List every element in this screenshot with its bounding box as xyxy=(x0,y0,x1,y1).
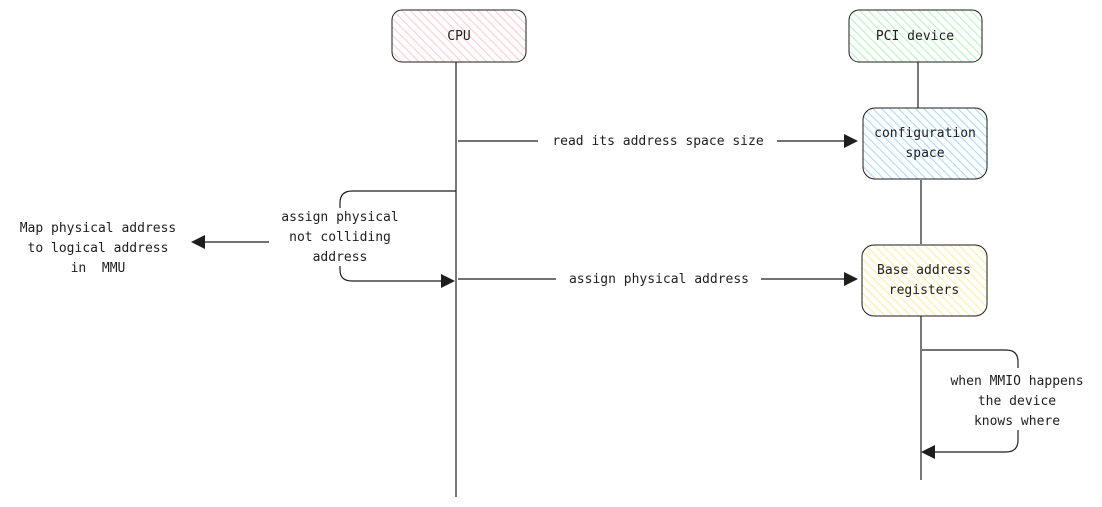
base-address-registers-label-line1: Base address xyxy=(877,263,971,278)
map-mmu-arrow[interactable] xyxy=(191,235,269,249)
arrowhead-icon xyxy=(921,445,935,459)
self-assign-label-line2: not colliding xyxy=(289,230,391,245)
assign-physical-label: assign physical address xyxy=(569,272,749,287)
mmio-label-line3: knows where xyxy=(974,414,1060,429)
mmio-label-line2: the device xyxy=(978,394,1056,409)
pci-device-label: PCI device xyxy=(876,29,954,44)
pci-device-participant[interactable]: PCI device xyxy=(848,9,983,63)
map-mmu-note: Map physical address to logical address … xyxy=(20,221,177,276)
read-size-label: read its address space size xyxy=(552,134,763,149)
map-mmu-line3: in MMU xyxy=(71,261,126,276)
map-mmu-line2: to logical address xyxy=(28,241,169,256)
mmio-self-loop-arrow[interactable]: when MMIO happens the device knows where xyxy=(921,349,1084,459)
self-assign-label-line3: address xyxy=(313,250,368,265)
base-address-registers-box[interactable]: Base address registers xyxy=(861,244,988,317)
configuration-space-box[interactable]: configuration space xyxy=(862,107,988,180)
assign-physical-arrow[interactable]: assign physical address xyxy=(458,272,858,287)
cpu-participant[interactable]: CPU xyxy=(391,9,527,63)
configuration-space-label-line2: space xyxy=(905,146,944,161)
configuration-space-label-line1: configuration xyxy=(874,126,976,141)
arrowhead-icon xyxy=(844,272,858,286)
cpu-self-loop-arrow[interactable]: assign physical not colliding address xyxy=(281,190,456,288)
arrowhead-icon xyxy=(844,134,858,148)
mmio-label-line1: when MMIO happens xyxy=(950,374,1083,389)
cpu-label: CPU xyxy=(447,29,470,44)
arrowhead-icon xyxy=(441,274,455,288)
read-size-arrow[interactable]: read its address space size xyxy=(458,134,858,149)
map-mmu-line1: Map physical address xyxy=(20,221,177,236)
base-address-registers-label-line2: registers xyxy=(889,283,959,298)
arrowhead-icon xyxy=(191,235,205,249)
self-assign-label-line1: assign physical xyxy=(281,210,398,225)
